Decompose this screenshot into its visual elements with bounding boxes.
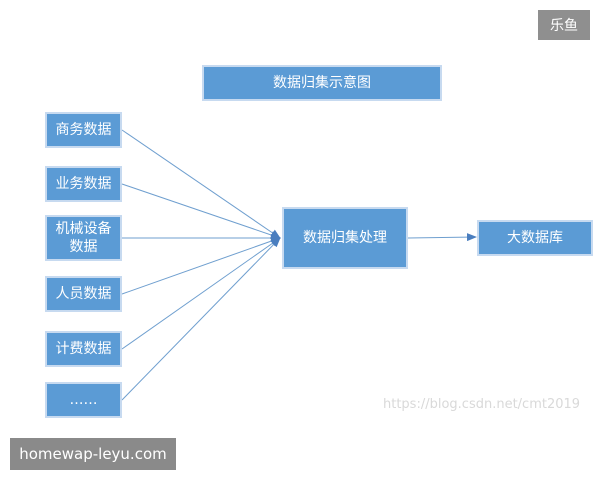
destination-label: 大数据库: [507, 230, 563, 246]
source-box-more: ……: [45, 382, 122, 418]
source-label: 计费数据: [55, 341, 112, 357]
source-label: 人员数据: [55, 286, 112, 302]
source-box-billing: 计费数据: [45, 331, 122, 367]
connector-line-out: [407, 233, 477, 242]
connector-line-4: [121, 237, 281, 295]
source-box-equipment: 机械设备 数据: [45, 215, 122, 261]
source-label: 业务数据: [55, 176, 112, 192]
site-label: homewap-leyu.com: [19, 445, 167, 463]
site-label-box: homewap-leyu.com: [10, 438, 176, 470]
source-box-operations: 业务数据: [45, 166, 122, 202]
process-label: 数据归集处理: [303, 230, 387, 246]
source-label: ……: [69, 392, 98, 408]
process-box: 数据归集处理: [282, 207, 408, 269]
connector-line-1: [121, 129, 281, 239]
source-box-personnel: 人员数据: [45, 276, 122, 312]
connector-line-6: [121, 237, 281, 401]
connector-line-2: [121, 183, 281, 239]
diagram-title-box: 数据归集示意图: [202, 65, 442, 101]
corner-badge-label: 乐鱼: [550, 18, 578, 34]
watermark-url: https://blog.csdn.net/cmt2019: [383, 397, 581, 412]
source-box-business: 商务数据: [45, 112, 122, 148]
corner-badge: 乐鱼: [538, 10, 590, 40]
destination-box: 大数据库: [477, 220, 593, 256]
connector-line-5: [121, 237, 281, 350]
diagram-title: 数据归集示意图: [273, 75, 371, 91]
source-label: 商务数据: [55, 122, 112, 138]
source-label: 机械设备 数据: [55, 221, 112, 255]
